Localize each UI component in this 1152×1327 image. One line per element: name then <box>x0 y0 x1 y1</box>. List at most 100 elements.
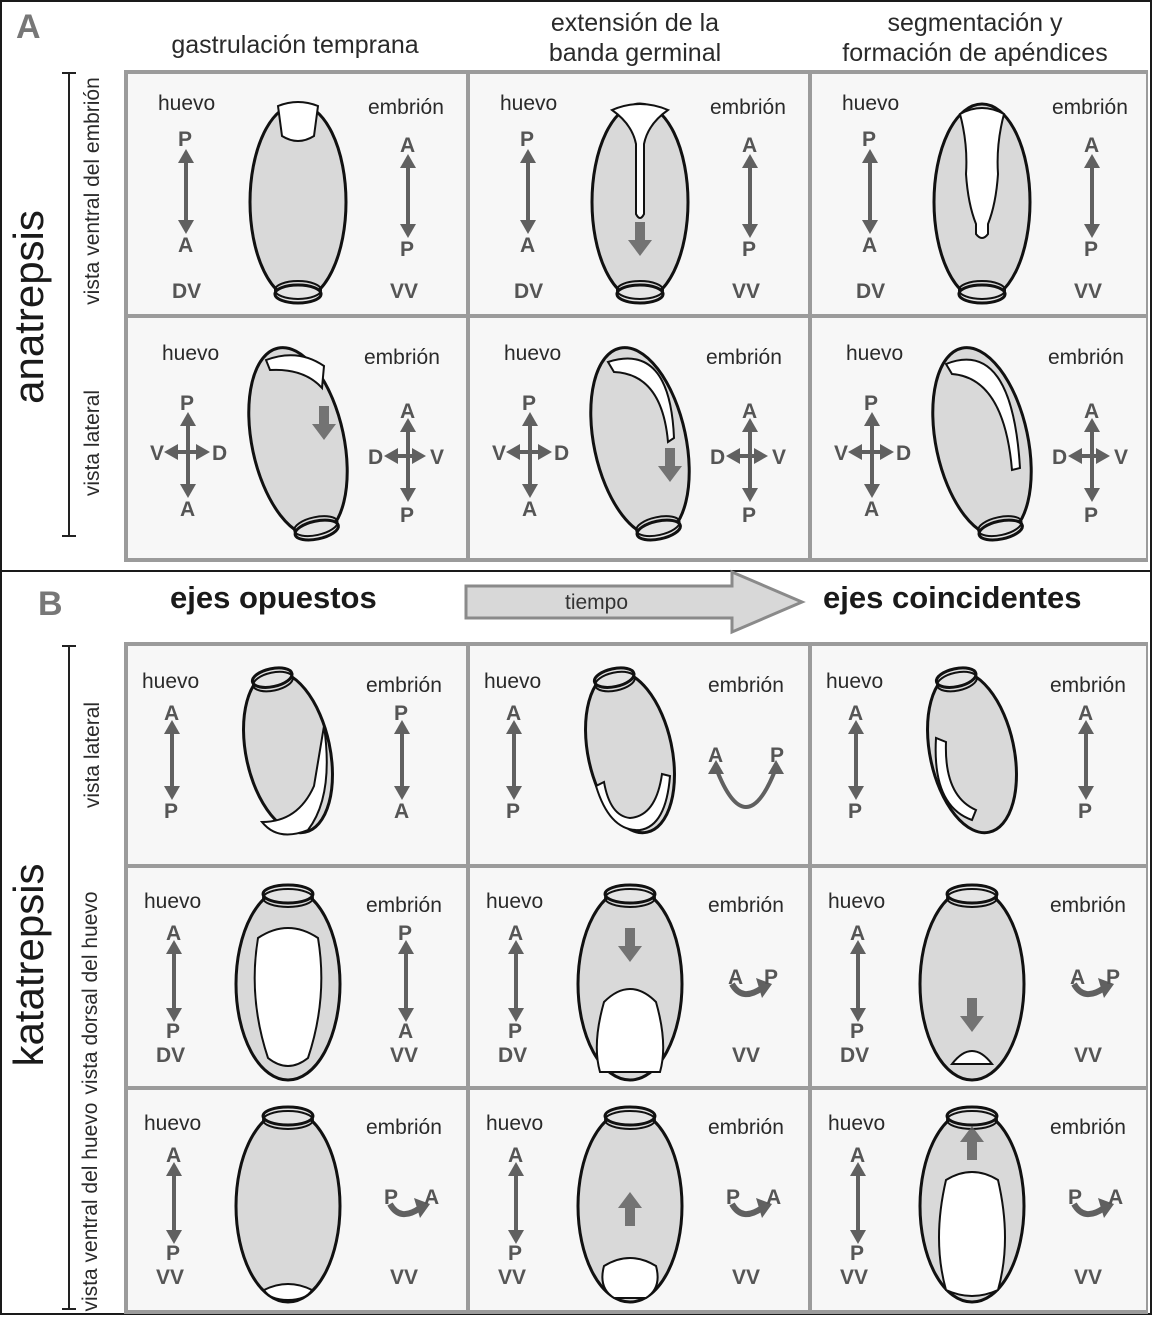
axis-a: A <box>180 498 195 522</box>
vv-label: VV <box>390 1044 418 1068</box>
axis-d: D <box>554 442 569 466</box>
egg-axis-arrow <box>848 720 864 800</box>
embryo-label: embrión <box>708 1116 784 1140</box>
axis-p: P <box>166 1020 180 1044</box>
axis-a: A <box>1084 400 1099 424</box>
column-title-segmentation: segmentación y formación de apéndices <box>800 8 1150 68</box>
axis-p: P <box>742 504 756 528</box>
egg-axis-arrow <box>508 1162 524 1244</box>
axis-p: P <box>850 1242 864 1266</box>
embryo-label: embrión <box>1050 894 1126 918</box>
germ-band <box>264 1284 312 1300</box>
axis-p: P <box>764 966 778 990</box>
egg-shape <box>571 660 688 841</box>
axis-p: P <box>742 238 756 262</box>
vv-label: VV <box>498 1266 526 1290</box>
dv-label: DV <box>856 280 885 304</box>
axis-p: P <box>508 1020 522 1044</box>
egg-axis-arrow <box>850 1162 866 1244</box>
embryo-label: embrión <box>708 894 784 918</box>
axis-v: V <box>1114 446 1128 470</box>
egg-axis-arrow <box>850 940 866 1022</box>
egg-label: huevo <box>486 1112 543 1136</box>
axis-p: P <box>1078 800 1092 824</box>
axis-p: P <box>506 800 520 824</box>
embryo-axis-arrow <box>394 720 410 800</box>
axis-a: A <box>742 400 757 424</box>
embryo-label: embrión <box>1050 1116 1126 1140</box>
dv-label: DV <box>172 280 201 304</box>
dv-label: DV <box>840 1044 869 1068</box>
egg-shape <box>229 660 346 841</box>
axis-d: D <box>710 446 725 470</box>
egg-axis-arrow <box>506 720 522 800</box>
egg-axis-arrow <box>508 940 524 1022</box>
egg-axis-arrow <box>178 149 194 234</box>
embryo-label: embrión <box>366 674 442 698</box>
dv-label: DV <box>514 280 543 304</box>
dv-label: DV <box>498 1044 527 1068</box>
egg-axis-arrow <box>164 720 180 800</box>
axis-a: A <box>850 1144 865 1168</box>
axis-v: V <box>772 446 786 470</box>
anatrepsis-label: anatrepsis <box>5 197 55 417</box>
axis-d: D <box>212 442 227 466</box>
egg-label: huevo <box>500 92 557 116</box>
germ-band <box>939 1172 1005 1296</box>
axis-p: P <box>394 702 408 726</box>
vv-label: VV <box>1074 1266 1102 1290</box>
axis-p: P <box>1084 238 1098 262</box>
germ-band <box>597 989 663 1072</box>
axis-a: A <box>1070 966 1085 990</box>
axis-v: V <box>150 442 164 466</box>
axis-d: D <box>1052 446 1067 470</box>
axis-p: P <box>726 1186 740 1210</box>
axis-a: A <box>862 234 877 258</box>
germ-band <box>278 102 318 141</box>
axis-a: A <box>400 134 415 158</box>
embryo-dv-arrow <box>726 448 768 464</box>
axis-a: A <box>1108 1186 1123 1210</box>
axis-p: P <box>166 1242 180 1266</box>
row-label-b-dorsal-egg: vista dorsal del huevo <box>79 873 105 1113</box>
egg-label: huevo <box>846 342 903 366</box>
embryo-axis-arrow <box>1078 720 1094 800</box>
axis-a: A <box>164 702 179 726</box>
panel-b-letter: B <box>38 585 63 624</box>
axis-a: A <box>1078 702 1093 726</box>
axis-a: A <box>522 498 537 522</box>
egg-label: huevo <box>158 92 215 116</box>
axis-p: P <box>864 392 878 416</box>
cell-b-lateral-3: huevoembriónAPAP <box>812 646 1146 864</box>
embryo-label: embrión <box>366 894 442 918</box>
row-label-b-lateral: vista lateral <box>81 685 107 825</box>
axis-p: P <box>384 1186 398 1210</box>
axis-a: A <box>728 966 743 990</box>
vv-label: VV <box>840 1266 868 1290</box>
axis-a: A <box>742 134 757 158</box>
embryo-axis-arrow <box>398 940 414 1022</box>
axis-p: P <box>848 800 862 824</box>
axis-a: A <box>508 1144 523 1168</box>
embryo-label: embrión <box>710 96 786 120</box>
egg-label: huevo <box>144 1112 201 1136</box>
embryo-label: embrión <box>366 1116 442 1140</box>
time-label: tiempo <box>565 591 628 615</box>
axis-p: P <box>400 504 414 528</box>
vv-label: VV <box>390 1266 418 1290</box>
egg-label: huevo <box>826 670 883 694</box>
embryo-label: embrión <box>364 346 440 370</box>
egg-label: huevo <box>486 890 543 914</box>
egg-label: huevo <box>504 342 561 366</box>
axis-p: P <box>1068 1186 1082 1210</box>
column-title-germband-extension: extensión de la banda germinal <box>470 8 800 68</box>
axis-p: P <box>398 922 412 946</box>
egg-label: huevo <box>484 670 541 694</box>
